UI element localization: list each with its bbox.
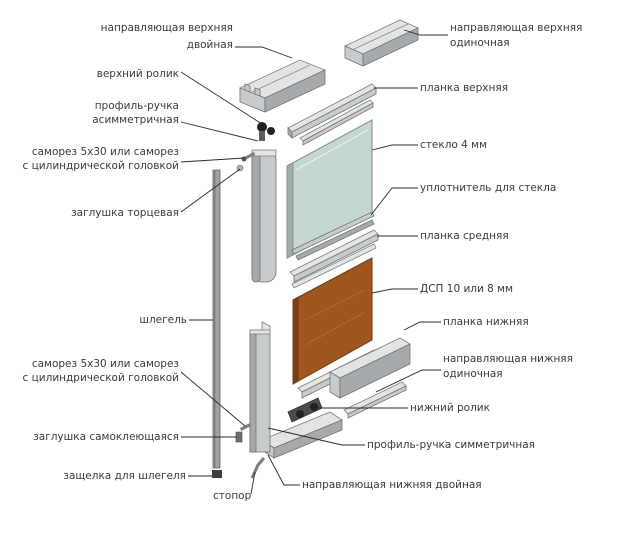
label-guide-bottom-single-1: направляющая нижняя <box>443 353 573 365</box>
symmetric-handle-profile <box>249 321 271 453</box>
label-plank-middle: планка средняя <box>420 230 509 242</box>
label-bottom-roller: нижний ролик <box>410 402 490 414</box>
label-guide-top-single-1: направляющая верхняя <box>450 22 582 34</box>
label-screw-top-2: с цилиндрической головкой <box>23 160 179 172</box>
label-guide-top-double-1: направляющая верхняя <box>101 22 233 34</box>
middle-plank <box>289 229 379 289</box>
label-glass: стекло 4 мм <box>420 139 487 151</box>
label-top-roller: верхний ролик <box>97 68 179 80</box>
label-guide-bottom-double: направляющая нижняя двойная <box>302 479 482 491</box>
top-roller-part <box>257 122 275 141</box>
label-screw-top-1: саморез 5х30 или саморез <box>32 146 179 158</box>
labels: направляющая верхняя двойная направляюща… <box>23 22 583 502</box>
chipboard-panel <box>292 257 373 385</box>
glass-seal <box>291 211 375 261</box>
label-plank-top: планка верхняя <box>420 82 508 94</box>
label-end-cap: заглушка торцевая <box>71 207 179 219</box>
top-single-guide-rail <box>344 19 419 67</box>
label-guide-top-double-2: двойная <box>187 39 233 51</box>
label-screw-bottom-1: саморез 5х30 или саморез <box>32 358 179 370</box>
bottom-strip <box>343 381 407 419</box>
label-screw-bottom-2: с цилиндрической головкой <box>23 372 179 384</box>
top-double-guide-rail <box>238 59 327 113</box>
label-stopper: стопор <box>213 490 252 502</box>
label-handle-asym-2: асимметричная <box>92 114 179 126</box>
label-chipboard: ДСП 10 или 8 мм <box>420 283 513 295</box>
end-cap-part <box>236 164 244 172</box>
label-shlegel: шлегель <box>139 314 187 326</box>
label-handle-sym: профиль-ручка симметричная <box>367 439 535 451</box>
label-handle-asym-1: профиль-ручка <box>95 100 179 112</box>
bottom-single-guide-rail <box>329 337 411 399</box>
label-plank-bottom: планка нижняя <box>443 316 529 328</box>
bottom-double-guide-rail <box>261 411 343 459</box>
asymmetric-handle-profile <box>251 149 277 283</box>
label-shlegel-latch: защелка для шлегеля <box>63 470 186 482</box>
label-guide-top-single-2: одиночная <box>450 37 510 49</box>
shlegel-strip <box>212 169 221 469</box>
bottom-screw-part <box>240 423 251 431</box>
label-glass-seal: уплотнитель для стекла <box>420 182 556 194</box>
shlegel-latch-part <box>212 470 222 478</box>
leader-lines <box>180 29 448 495</box>
top-plank <box>287 83 377 146</box>
label-guide-bottom-single-2: одиночная <box>443 368 503 380</box>
label-adhesive-cap: заглушка самоклеющаяся <box>33 431 179 443</box>
stopper-part <box>250 457 266 479</box>
